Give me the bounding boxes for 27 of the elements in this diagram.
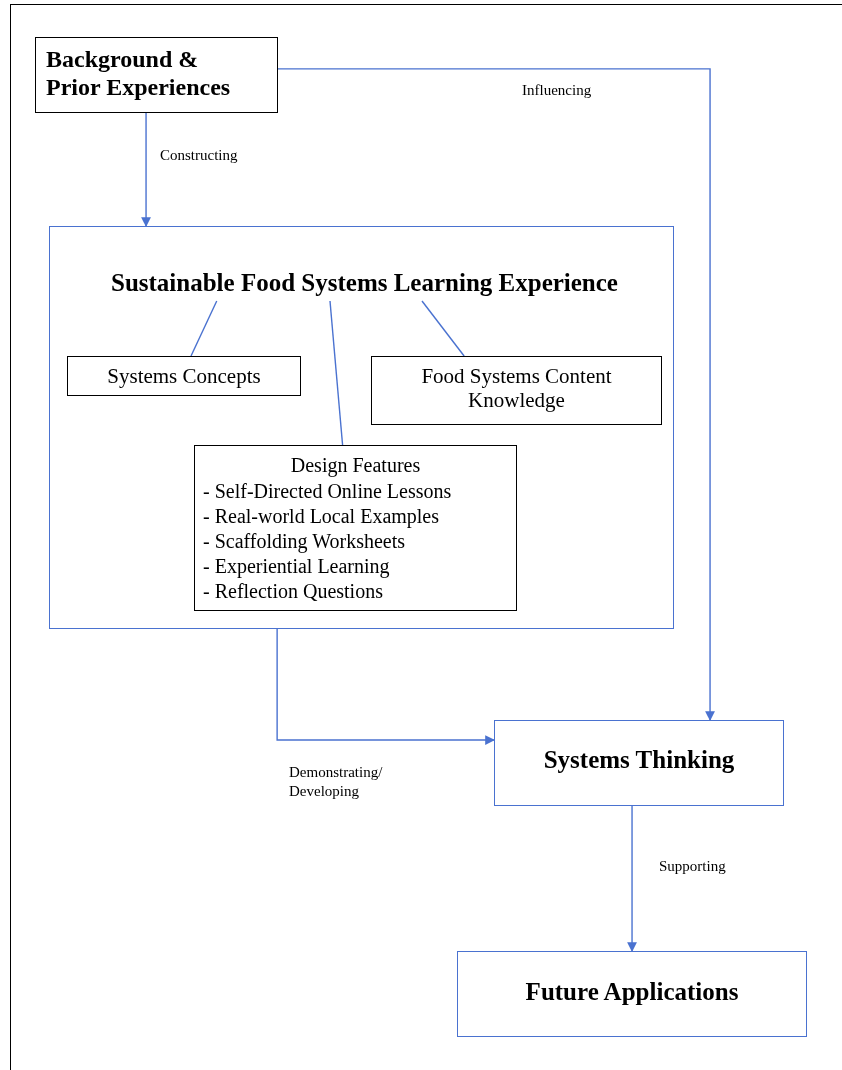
process-box [35, 37, 278, 113]
group-box [49, 226, 674, 629]
list-item: - Self-Directed Online Lessons [203, 479, 453, 504]
arrow [141, 112, 151, 227]
group-title: Sustainable Food Systems Learning Experience [77, 269, 652, 301]
connector-line [329, 300, 344, 446]
box-label: Systems Thinking [542, 746, 736, 775]
arrow [276, 628, 495, 745]
process-box [457, 951, 807, 1037]
list-item: - Scaffolding Worksheets [203, 529, 407, 554]
process-box [494, 720, 784, 806]
box-label: Future Applications [524, 978, 740, 1007]
arrow [627, 805, 637, 952]
list-item: - Reflection Questions [203, 579, 384, 604]
list-item: - Experiential Learning [203, 554, 391, 579]
concept-box [371, 356, 662, 425]
box-label: Systems Concepts [106, 364, 262, 389]
box-label: Background & Prior Experiences [46, 46, 232, 102]
box-label: Food Systems Content Knowledge [420, 364, 613, 413]
list-item: - Real-world Local Examples [203, 504, 441, 529]
concept-box [67, 356, 301, 396]
connector-line [190, 300, 218, 357]
arrow [277, 68, 715, 721]
connector-line [421, 300, 465, 357]
box-heading: Design Features [289, 454, 422, 477]
design-features-box [194, 445, 517, 611]
edge-label: Influencing [522, 81, 592, 100]
